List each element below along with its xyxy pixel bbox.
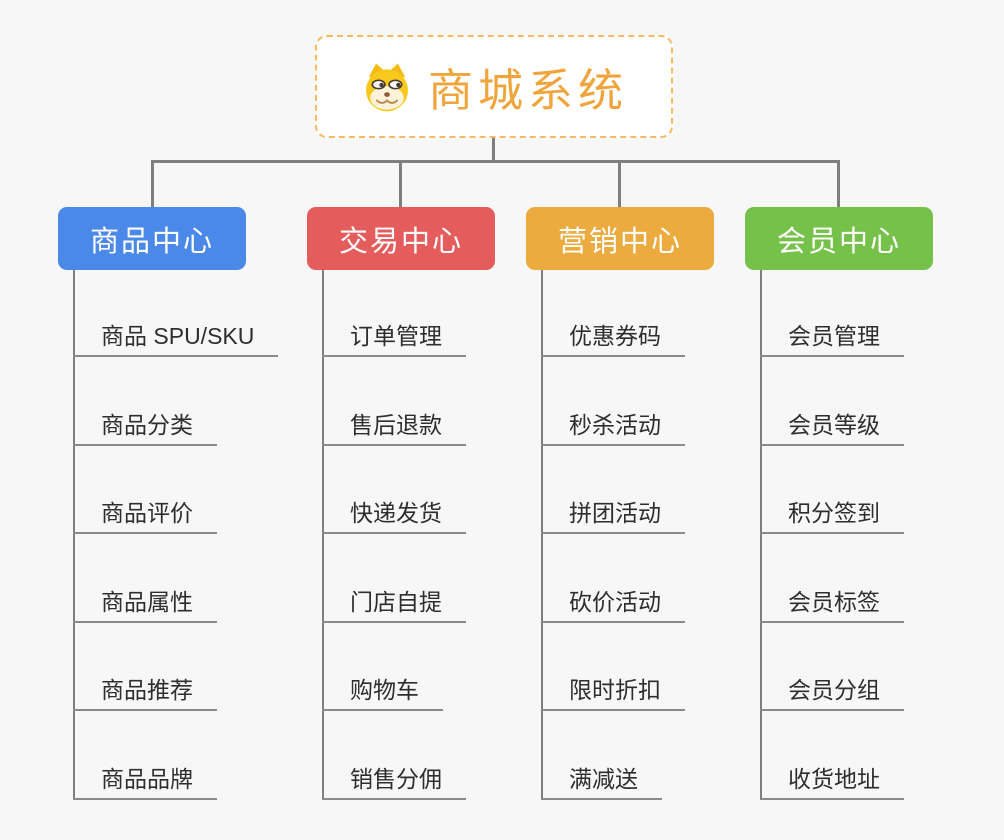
leaf-node[interactable]: 会员等级: [760, 407, 904, 446]
connector-drop-branch-4: [837, 160, 840, 207]
leaf-node[interactable]: 拼团活动: [541, 495, 685, 534]
connector-horizontal-bar: [151, 160, 840, 163]
root-title: 商城系统: [427, 65, 628, 116]
leaf-node[interactable]: 限时折扣: [541, 672, 685, 711]
branch-node-trade[interactable]: 交易中心: [307, 207, 495, 270]
leaf-node[interactable]: 商品评价: [73, 495, 217, 534]
leaf-node[interactable]: 商品推荐: [73, 672, 217, 711]
branch-node-member[interactable]: 会员中心: [745, 207, 933, 270]
leaf-node[interactable]: 销售分佣: [322, 761, 466, 800]
leaf-node[interactable]: 会员管理: [760, 318, 904, 357]
leaf-node[interactable]: 售后退款: [322, 407, 466, 446]
branch-trunk-line: [541, 270, 543, 800]
leaf-node[interactable]: 积分签到: [760, 495, 904, 534]
root-node[interactable]: 商城系统: [315, 35, 673, 138]
leaf-node[interactable]: 商品分类: [73, 407, 217, 446]
branch-trunk-line: [322, 270, 324, 800]
leaf-node[interactable]: 快递发货: [322, 495, 466, 534]
leaf-node[interactable]: 收货地址: [760, 761, 904, 800]
branch-trunk-line: [73, 270, 75, 800]
branch-column-trade: 交易中心 订单管理 售后退款 快递发货 门店自提 购物车 销售分佣: [307, 207, 556, 807]
leaf-node[interactable]: 会员分组: [760, 672, 904, 711]
leaf-node[interactable]: 秒杀活动: [541, 407, 685, 446]
connector-drop-branch-2: [399, 160, 402, 207]
leaf-node[interactable]: 门店自提: [322, 584, 466, 623]
leaf-node[interactable]: 商品 SPU/SKU: [73, 318, 279, 357]
branch-node-product[interactable]: 商品中心: [58, 207, 246, 270]
leaf-node[interactable]: 商品属性: [73, 584, 217, 623]
leaf-node[interactable]: 优惠券码: [541, 318, 685, 357]
dog-face-icon: [366, 63, 408, 111]
leaf-node[interactable]: 购物车: [322, 672, 443, 711]
leaf-node[interactable]: 满减送: [541, 761, 662, 800]
leaf-node[interactable]: 订单管理: [322, 318, 466, 357]
branch-column-member: 会员中心 会员管理 会员等级 积分签到 会员标签 会员分组 收货地址: [745, 207, 994, 807]
leaf-node[interactable]: 商品品牌: [73, 761, 217, 800]
branch-trunk-line: [760, 270, 762, 800]
leaf-node[interactable]: 砍价活动: [541, 584, 685, 623]
connector-root-drop: [492, 138, 495, 162]
branch-node-marketing[interactable]: 营销中心: [526, 207, 714, 270]
branch-column-marketing: 营销中心 优惠券码 秒杀活动 拼团活动 砍价活动 限时折扣 满减送: [526, 207, 775, 807]
branch-column-product: 商品中心 商品 SPU/SKU 商品分类 商品评价 商品属性 商品推荐 商品品牌: [58, 207, 307, 807]
connector-drop-branch-1: [151, 160, 154, 207]
connector-drop-branch-3: [618, 160, 621, 207]
leaf-node[interactable]: 会员标签: [760, 584, 904, 623]
